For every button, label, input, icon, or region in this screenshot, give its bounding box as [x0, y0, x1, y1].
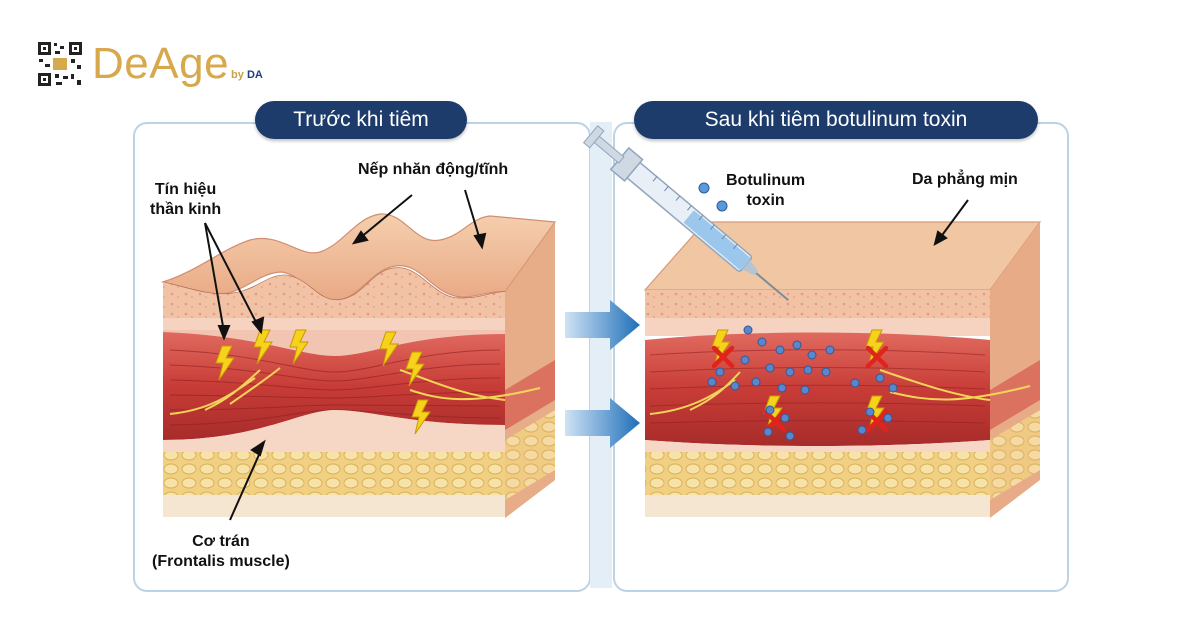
- transition-arrows: [565, 300, 640, 448]
- panel-divider: [590, 122, 612, 588]
- label-wrinkle: Nếp nhăn động/tĩnh: [358, 161, 509, 178]
- after-pointer-lines: [933, 199, 969, 246]
- after-title: Sau khi tiêm botulinum toxin: [634, 101, 1038, 139]
- before-title: Trước khi tiêm: [255, 101, 467, 139]
- after-skin-block: [582, 125, 1042, 518]
- before-skin-block: [160, 213, 557, 518]
- brand-by: by DA: [231, 69, 263, 81]
- label-nerve-signal: Tín hiệu thần kinh: [150, 181, 222, 218]
- before-pointer-lines: [204, 189, 487, 521]
- label-frontalis-muscle: Cơ trán (Frontalis muscle): [152, 533, 290, 570]
- brand-name: DeAge: [92, 39, 230, 88]
- qr-code-icon: [36, 40, 84, 88]
- label-botulinum-toxin: Botulinum toxin: [726, 172, 806, 209]
- brand-logo: DeAge by DA: [36, 40, 263, 88]
- syringe-icon: [582, 125, 789, 301]
- label-smooth-skin: Da phẳng mịn: [912, 171, 1018, 188]
